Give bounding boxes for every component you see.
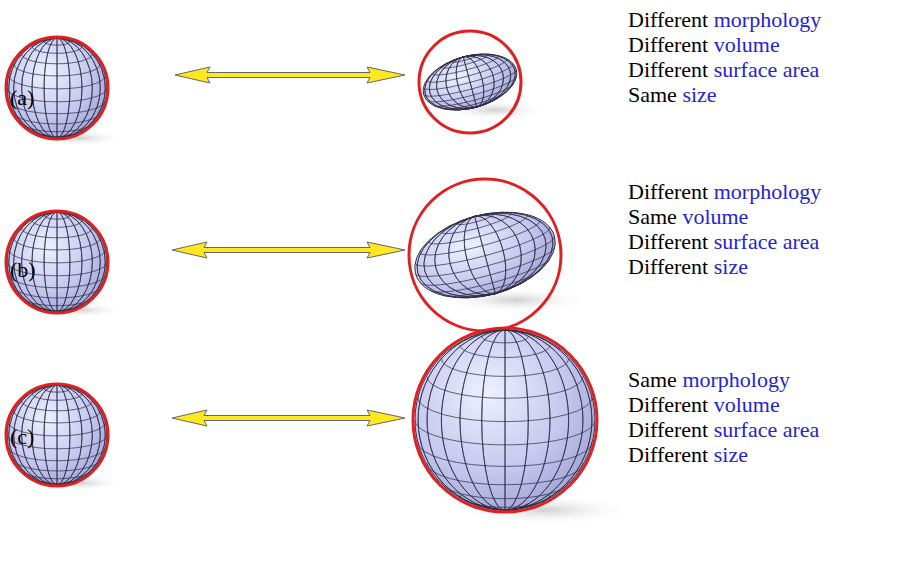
property-line: Different size bbox=[628, 443, 748, 467]
property-line: Different surface area bbox=[628, 58, 819, 82]
size-circle bbox=[6, 211, 108, 313]
property-line: Different volume bbox=[628, 393, 780, 417]
property-line: Same size bbox=[628, 83, 717, 107]
double-arrow bbox=[172, 242, 405, 258]
size-circle bbox=[419, 31, 521, 133]
size-circle bbox=[409, 179, 561, 331]
double-arrow bbox=[172, 410, 405, 426]
ellipsoid bbox=[417, 44, 523, 119]
double-arrow bbox=[175, 67, 405, 83]
property-line: Different surface area bbox=[628, 230, 819, 254]
sphere bbox=[7, 385, 107, 485]
property-line: Different size bbox=[628, 255, 748, 279]
size-circle bbox=[6, 384, 108, 486]
row-label: (b) bbox=[10, 258, 36, 282]
property-line: Different morphology bbox=[628, 180, 821, 204]
size-circle bbox=[413, 328, 597, 512]
property-line: Same morphology bbox=[628, 368, 790, 392]
size-circle bbox=[6, 37, 108, 139]
sphere bbox=[7, 212, 107, 312]
row-label: (c) bbox=[10, 425, 34, 449]
row-label: (a) bbox=[10, 86, 34, 110]
ellipsoid bbox=[405, 198, 565, 313]
property-line: Different volume bbox=[628, 33, 780, 57]
property-line: Different surface area bbox=[628, 418, 819, 442]
property-line: Different morphology bbox=[628, 8, 821, 32]
sphere bbox=[7, 38, 107, 138]
property-line: Same volume bbox=[628, 205, 748, 229]
sphere bbox=[415, 330, 595, 510]
